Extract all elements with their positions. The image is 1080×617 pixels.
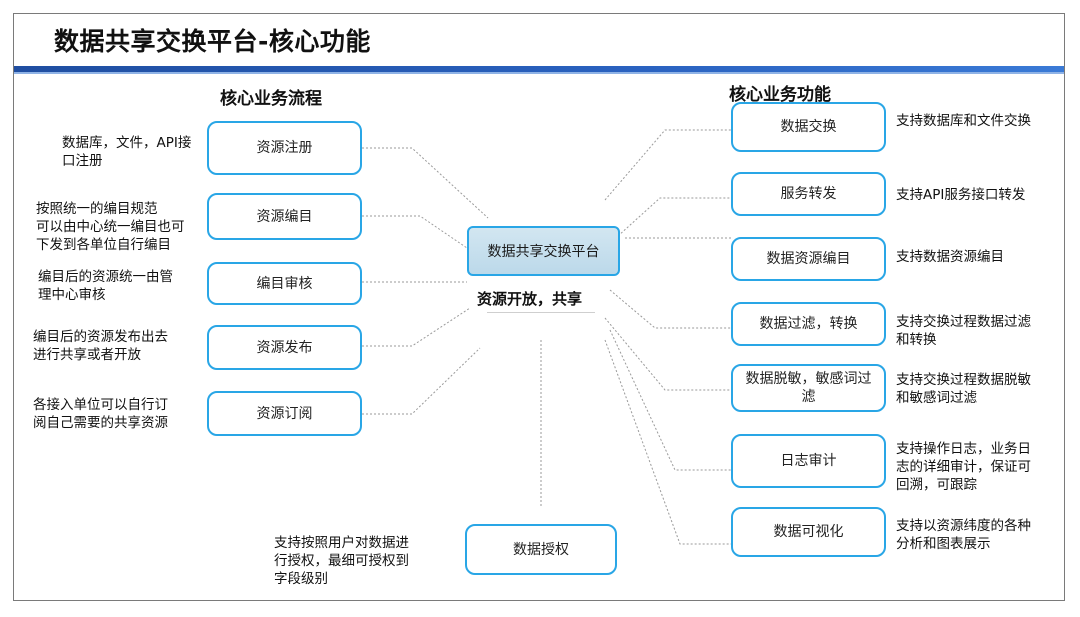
process-node-catalog[interactable]: 资源编目: [207, 193, 362, 240]
title-underline-accent: [14, 72, 1064, 74]
title-underline-bar: [14, 66, 1064, 72]
link-visual: [604, 339, 731, 545]
function-desc-filter: 支持交换过程数据过滤和转换: [896, 314, 1031, 348]
function-desc-forward: 支持API服务接口转发: [896, 187, 1026, 203]
link-register: [362, 147, 489, 219]
function-desc-log-audit: 支持操作日志，业务日志的详细审计，保证可回溯，可跟踪: [896, 441, 1031, 493]
process-desc-audit: 编目后的资源统一由管理中心审核: [38, 269, 173, 303]
function-desc-catalog: 支持数据资源编目: [896, 249, 1004, 265]
hub-caption-divider: [487, 312, 595, 313]
platform-hub-node[interactable]: 数据共享交换平台: [467, 226, 620, 276]
link-exchange: [604, 129, 731, 201]
process-desc-register: 数据库，文件，API接口注册: [62, 135, 192, 169]
process-desc-catalog: 按照统一的编目规范可以由中心统一编目也可下发到各单位自行编目: [36, 201, 185, 253]
function-node-visualization[interactable]: 数据可视化: [731, 507, 886, 557]
function-node-catalog[interactable]: 数据资源编目: [731, 237, 886, 281]
link-catalog: [362, 215, 468, 249]
function-node-forward[interactable]: 服务转发: [731, 172, 886, 216]
authorize-desc: 支持按照用户对数据进行授权，最细可授权到字段级别: [274, 535, 409, 587]
link-publish: [362, 307, 471, 347]
link-filter: [609, 289, 731, 329]
process-node-register[interactable]: 资源注册: [207, 121, 362, 175]
authorize-node[interactable]: 数据授权: [465, 524, 617, 575]
function-node-filter[interactable]: 数据过滤，转换: [731, 302, 886, 346]
function-node-log-audit[interactable]: 日志审计: [731, 434, 886, 488]
function-node-masking[interactable]: 数据脱敏，敏感词过滤: [731, 364, 886, 412]
function-desc-masking: 支持交换过程数据脱敏和敏感词过滤: [896, 372, 1031, 406]
process-desc-subscribe: 各接入单位可以自行订阅自己需要的共享资源: [33, 397, 168, 431]
left-section-heading: 核心业务流程: [220, 89, 322, 109]
function-node-exchange[interactable]: 数据交换: [731, 102, 886, 152]
process-node-publish[interactable]: 资源发布: [207, 325, 362, 370]
page-title: 数据共享交换平台-核心功能: [54, 27, 371, 56]
link-mask: [604, 317, 731, 391]
link-subscribe: [362, 347, 481, 415]
link-forward: [617, 197, 731, 237]
hub-caption: 资源开放，共享: [477, 290, 583, 308]
function-desc-exchange: 支持数据库和文件交换: [896, 113, 1031, 129]
function-desc-visualization: 支持以资源纬度的各种分析和图表展示: [896, 518, 1031, 552]
process-node-audit[interactable]: 编目审核: [207, 262, 362, 305]
process-desc-publish: 编目后的资源发布出去进行共享或者开放: [33, 329, 168, 363]
slide-frame: [13, 13, 1065, 601]
link-log: [609, 329, 731, 471]
right-section-heading: 核心业务功能: [729, 85, 831, 105]
process-node-subscribe[interactable]: 资源订阅: [207, 391, 362, 436]
